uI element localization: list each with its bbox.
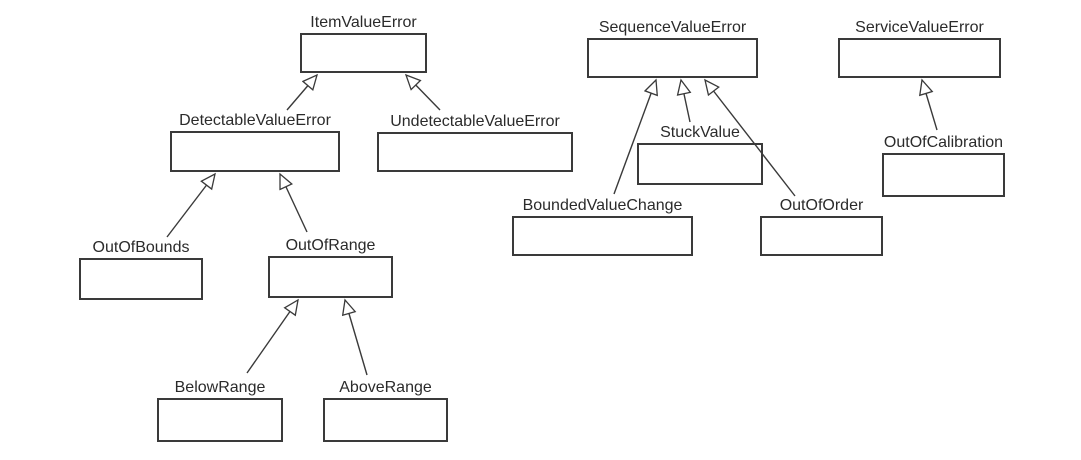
class-name-label: OutOfOrder (779, 197, 864, 214)
class-name-label: SequenceValueError (598, 19, 747, 36)
class-box (79, 258, 203, 300)
class-box (882, 153, 1005, 197)
class-box (157, 398, 283, 442)
arrow-outofcalibration-to-servicevalueerror (922, 80, 938, 131)
class-node-item-value-error: ItemValueError (300, 15, 427, 73)
class-box (377, 132, 573, 172)
class-node-undetectable-value-error: UndetectableValueError (377, 114, 573, 172)
class-node-out-of-bounds: OutOfBounds (79, 240, 203, 300)
class-name-label: ItemValueError (310, 14, 417, 31)
arrow-detectablevalueerror-to-itemvalueerror (286, 75, 317, 111)
class-box (637, 143, 763, 185)
class-node-bounded-value-change: BoundedValueChange (512, 198, 693, 256)
class-node-out-of-order: OutOfOrder (760, 198, 883, 256)
class-node-below-range: BelowRange (157, 380, 283, 442)
class-box (587, 38, 758, 78)
class-node-above-range: AboveRange (323, 380, 448, 442)
class-box (268, 256, 393, 298)
class-node-sequence-value-error: SequenceValueError (587, 20, 758, 78)
arrow-belowrange-to-outofrange (246, 300, 298, 374)
class-name-label: AboveRange (339, 379, 432, 396)
class-name-label: DetectableValueError (179, 112, 331, 129)
class-box (300, 33, 427, 73)
arrow-undetectablevalueerror-to-itemvalueerror (406, 75, 441, 111)
class-name-label: ServiceValueError (855, 19, 984, 36)
class-name-label: UndetectableValueError (390, 113, 560, 130)
arrow-outofrange-to-detectablevalueerror (280, 174, 308, 233)
class-name-label: StuckValue (660, 124, 740, 141)
class-node-out-of-range: OutOfRange (268, 238, 393, 298)
class-name-label: OutOfRange (285, 237, 376, 254)
class-box (838, 38, 1001, 78)
class-name-label: BelowRange (174, 379, 266, 396)
class-node-service-value-error: ServiceValueError (838, 20, 1001, 78)
class-box (512, 216, 693, 256)
arrow-stuckvalue-to-sequencevalueerror (681, 80, 690, 123)
class-node-out-of-calibration: OutOfCalibration (882, 135, 1005, 197)
class-box (170, 131, 340, 172)
class-name-label: OutOfBounds (92, 239, 190, 256)
class-box (323, 398, 448, 442)
arrow-aboverange-to-outofrange (345, 300, 368, 376)
class-name-label: BoundedValueChange (522, 197, 683, 214)
class-node-stuck-value: StuckValue (637, 125, 763, 185)
class-name-label: OutOfCalibration (883, 134, 1004, 151)
arrow-outofbounds-to-detectablevalueerror (166, 174, 215, 238)
class-box (760, 216, 883, 256)
class-node-detectable-value-error: DetectableValueError (170, 113, 340, 172)
